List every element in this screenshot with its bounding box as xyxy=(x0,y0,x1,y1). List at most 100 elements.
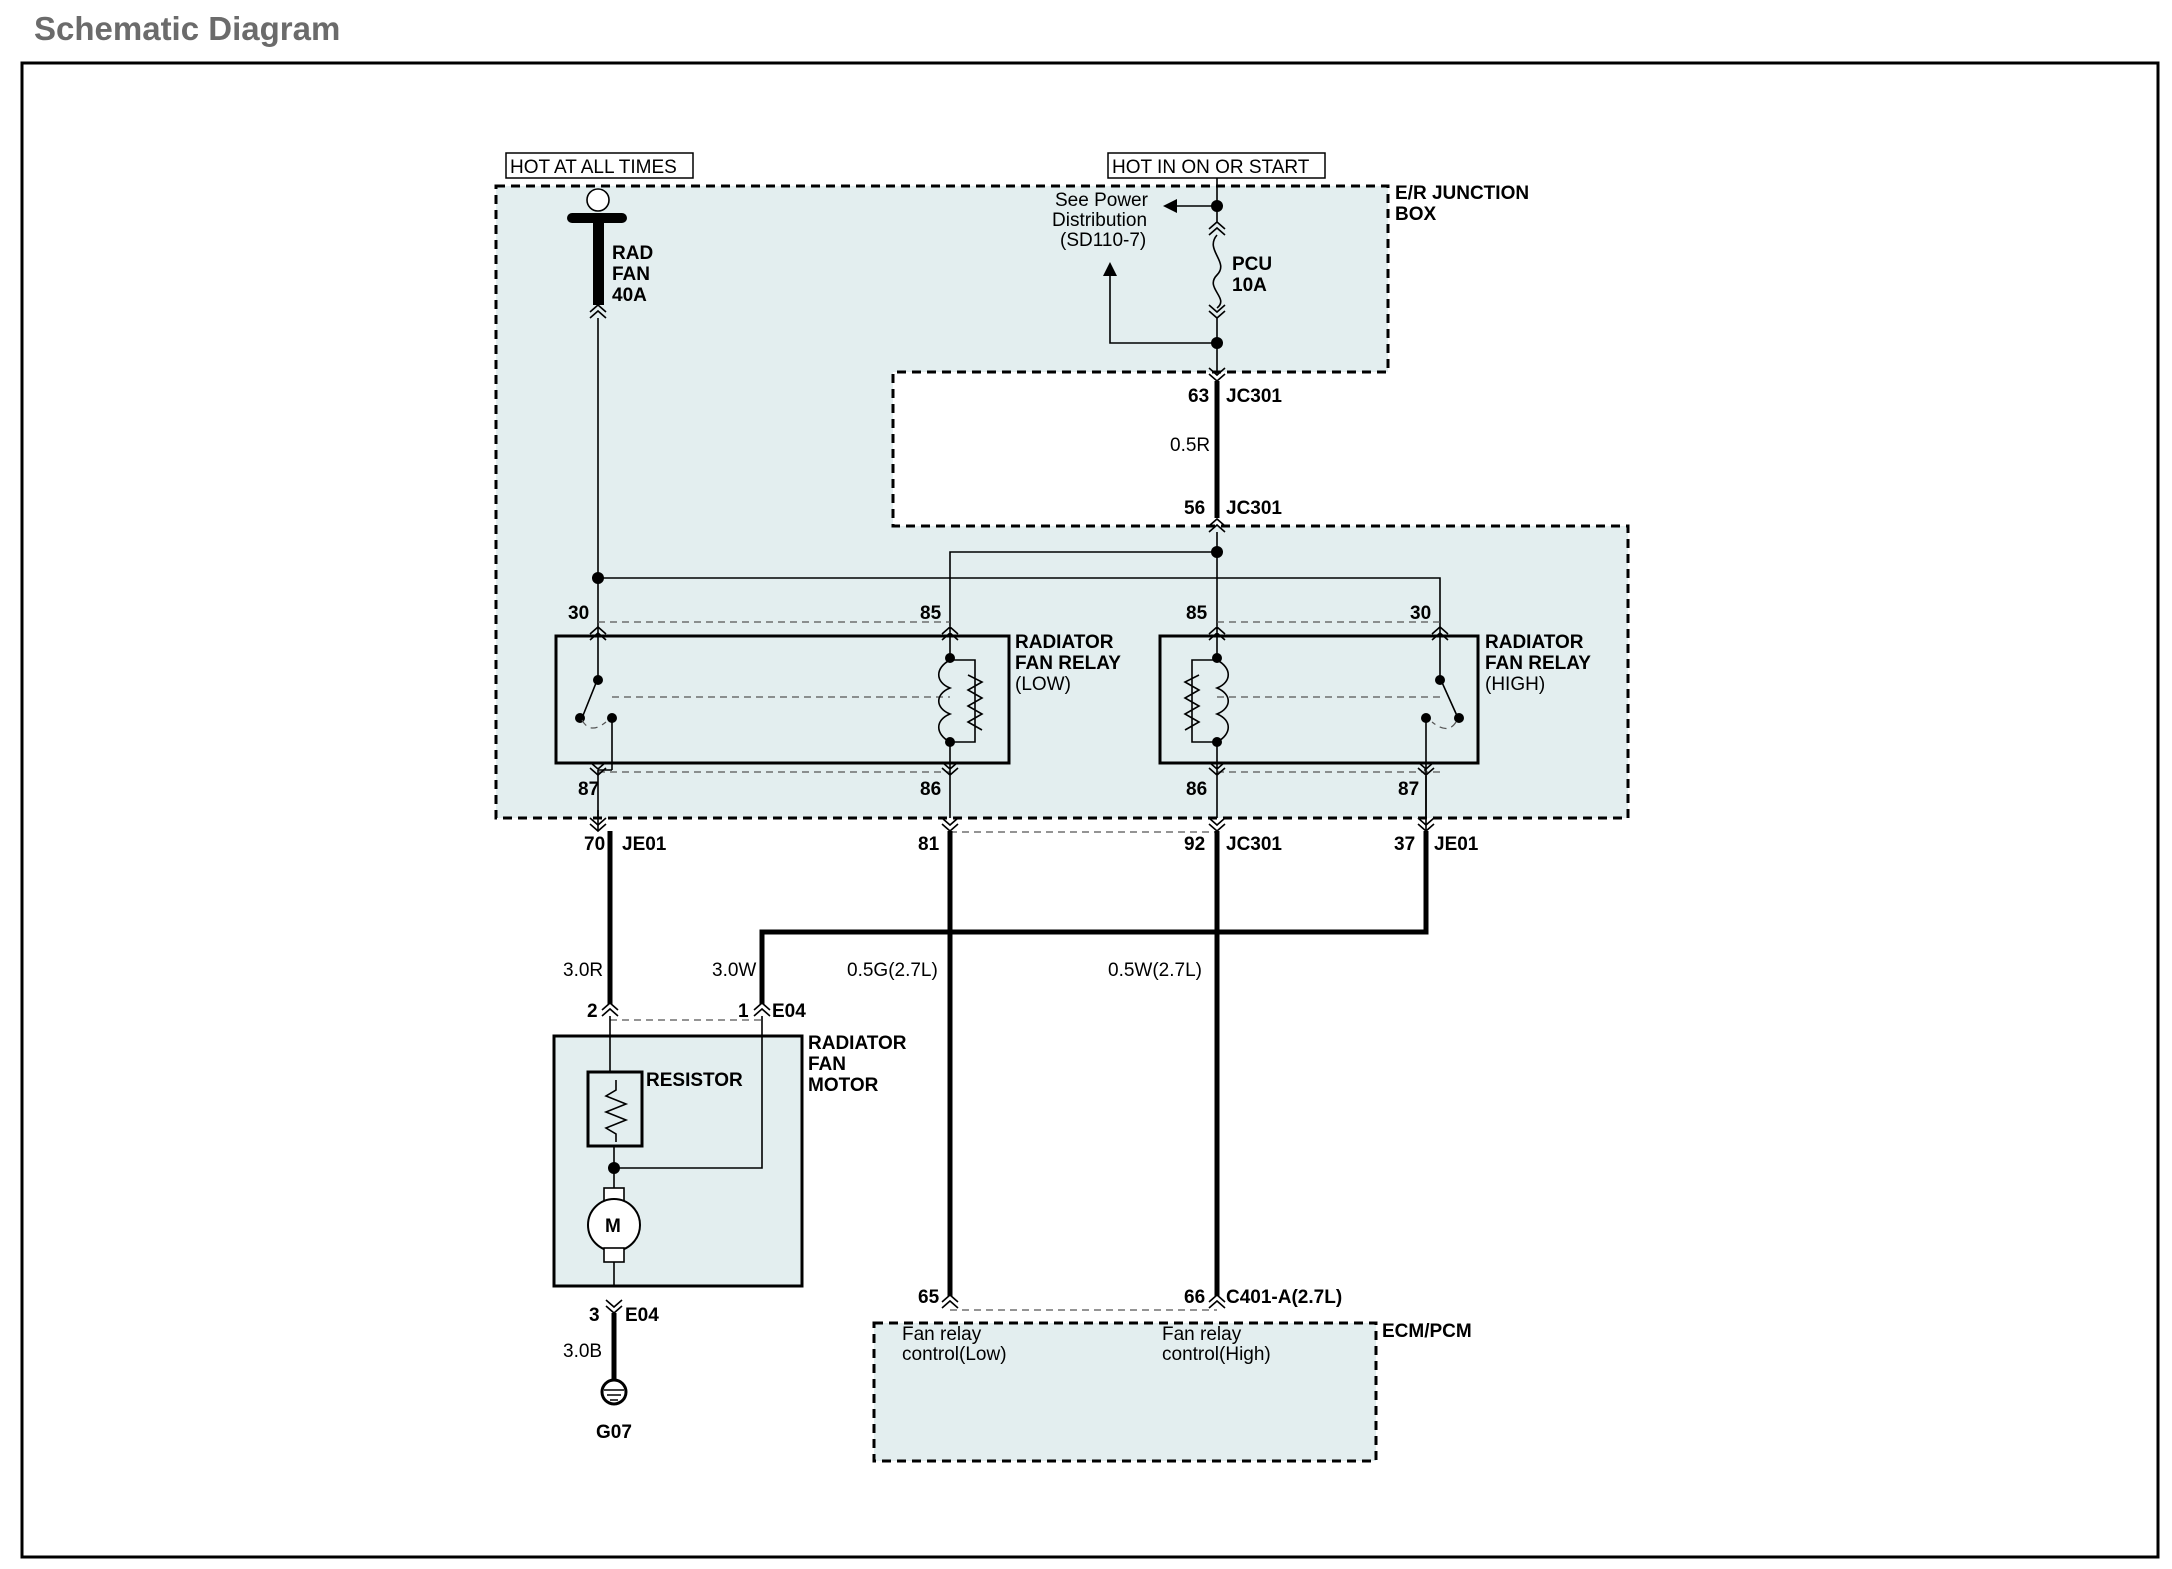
conn-37-name: JE01 xyxy=(1434,834,1479,855)
relay-high-switch-contact-2 xyxy=(1421,713,1431,723)
conn-63-pin: 63 xyxy=(1188,386,1209,407)
junction-box-label-2: BOX xyxy=(1395,204,1437,225)
conn-70-pin: 70 xyxy=(584,834,605,855)
ecm-high-label-1: Fan relay xyxy=(1162,1324,1242,1345)
rad-fan-fuse-chevron xyxy=(589,303,607,319)
relay-low-30-chevron xyxy=(589,625,607,641)
wire-30r-label: 3.0R xyxy=(563,960,603,981)
relay-low-pin-85: 85 xyxy=(920,603,942,624)
relay-low-coil xyxy=(937,625,984,777)
relay-high-pin-87: 87 xyxy=(1398,779,1419,800)
relay-low-85-feed xyxy=(949,551,1217,626)
motor-label-3: MOTOR xyxy=(808,1075,879,1096)
ecm-low-label-2: control(Low) xyxy=(902,1344,1007,1365)
e04-3-chevron xyxy=(605,1299,623,1315)
relay-high-coil xyxy=(1183,625,1230,777)
relay-high-coil-bottom xyxy=(1212,737,1222,747)
hot-on-start-label: HOT IN ON OR START xyxy=(1112,157,1310,178)
relay-low-label-1: RADIATOR xyxy=(1015,632,1114,653)
conn-92-name: JC301 xyxy=(1226,834,1282,855)
pcu-fuse-element xyxy=(1208,206,1226,343)
conn-65-pin: 65 xyxy=(918,1287,940,1308)
er-junction-box-region xyxy=(494,184,1630,820)
rad-fan-fuse-label-1: RAD xyxy=(612,243,653,264)
diagram-frame xyxy=(20,61,2160,1559)
wire-05g-label: 0.5G(2.7L) xyxy=(847,960,938,981)
relay-low-switch-arc xyxy=(581,719,607,729)
relay-high-pin-85: 85 xyxy=(1186,603,1208,624)
conn-56-name: JC301 xyxy=(1226,498,1282,519)
je01-70-chevron xyxy=(589,810,607,833)
rad-fan-fuse-label-3: 40A xyxy=(612,285,647,306)
relay-low-pin-86: 86 xyxy=(920,779,941,800)
wire-30w xyxy=(759,831,1429,1004)
conn-2-pin: 2 xyxy=(587,1001,598,1022)
conn-70-name: JE01 xyxy=(622,834,667,855)
conn-66-name: C401-A(2.7L) xyxy=(1226,1287,1342,1308)
relay-high-switch-contact xyxy=(1454,713,1464,723)
motor-label-1: RADIATOR xyxy=(808,1033,907,1054)
e04-2-chevron xyxy=(601,1001,619,1017)
resistor-label: RESISTOR xyxy=(646,1070,743,1091)
relay-low-coil-bottom xyxy=(945,737,955,747)
page-title: Schematic Diagram xyxy=(34,10,341,47)
power-ref-return xyxy=(1109,275,1217,344)
power-ref-label-2: Distribution xyxy=(1052,210,1147,231)
rad-fan-fuse-label-2: FAN xyxy=(612,264,650,285)
motor-wire-1 xyxy=(614,1016,763,1169)
ground-terminal xyxy=(600,1378,628,1406)
relay-low-label-3: (LOW) xyxy=(1015,674,1071,695)
relay-high-30-chevron xyxy=(1431,625,1449,641)
motor-symbol-label: M xyxy=(605,1216,621,1237)
ecm-low-label-1: Fan relay xyxy=(902,1324,982,1345)
hot-at-all-times-label: HOT AT ALL TIMES xyxy=(510,157,677,178)
relay-high-pin-30: 30 xyxy=(1410,603,1431,624)
relay-high-label-2: FAN RELAY xyxy=(1485,653,1591,674)
battery-bus xyxy=(598,577,1441,626)
conn-37-pin: 37 xyxy=(1394,834,1415,855)
jc301-56-chevron xyxy=(1208,517,1226,533)
wire-05r-label: 0.5R xyxy=(1170,435,1210,456)
power-ref-up-arrow xyxy=(1103,262,1117,276)
wire-30b-label: 3.0B xyxy=(563,1341,602,1362)
relay-high-box xyxy=(1158,634,1480,765)
conn-81-pin: 81 xyxy=(918,834,940,855)
ground-label: G07 xyxy=(596,1422,632,1443)
pcu-fuse-label-1: PCU xyxy=(1232,254,1272,275)
conn-3-name: E04 xyxy=(625,1305,659,1326)
relay-high-switch-arc xyxy=(1431,721,1457,730)
conn-56-pin: 56 xyxy=(1184,498,1205,519)
relay-low-pin-87: 87 xyxy=(578,779,599,800)
terminal-bar xyxy=(567,213,627,223)
wire-05w-label: 0.5W(2.7L) xyxy=(1108,960,1202,981)
conn-3-pin: 3 xyxy=(589,1305,600,1326)
relay-low-box xyxy=(554,634,1011,765)
hot-on-start-box xyxy=(1107,152,1326,179)
rad-fan-fuse-body xyxy=(593,223,604,305)
relay-low-87-chevron xyxy=(589,761,607,777)
conn-92-pin: 92 xyxy=(1184,834,1205,855)
wire-30w-label: 3.0W xyxy=(712,960,756,981)
relay-low-label-2: FAN RELAY xyxy=(1015,653,1121,674)
relay-high-switch-pivot xyxy=(1435,675,1445,685)
motor-label-2: FAN xyxy=(808,1054,846,1075)
pcu-fuse-label-2: 10A xyxy=(1232,275,1267,296)
relay-high-label-1: RADIATOR xyxy=(1485,632,1584,653)
ecm-66-chevron xyxy=(1208,1293,1226,1309)
relay-low-pin-30: 30 xyxy=(568,603,589,624)
conn-1-name: E04 xyxy=(772,1001,806,1022)
ground-icon xyxy=(604,1389,624,1401)
conn-66-pin: 66 xyxy=(1184,1287,1205,1308)
conn-1-pin: 1 xyxy=(738,1001,749,1022)
motor-brush-bottom xyxy=(603,1247,625,1263)
battery-terminal xyxy=(586,188,610,212)
resistor-box xyxy=(586,1070,644,1148)
relay-high-87-chevron xyxy=(1417,761,1435,777)
relay-low-coil-top xyxy=(945,653,955,663)
e04-1-chevron xyxy=(753,1001,771,1017)
junction-box-label-1: E/R JUNCTION xyxy=(1395,183,1529,204)
ecm-65-chevron xyxy=(941,1293,959,1309)
ecm-high-label-2: control(High) xyxy=(1162,1344,1271,1365)
power-ref-label-1: See Power xyxy=(1055,190,1149,211)
